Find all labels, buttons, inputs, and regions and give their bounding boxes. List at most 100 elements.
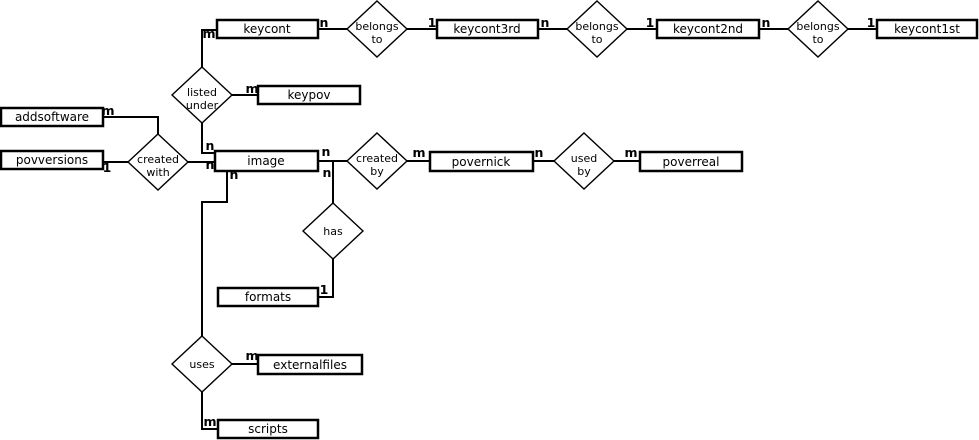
keycont-box	[215, 18, 320, 40]
entity-povversions: povversions	[0, 149, 105, 171]
cardinality-image-has: n	[323, 165, 332, 180]
relationship-belongs-to-1: belongs to	[345, 0, 409, 58]
relationship-created-by: created by	[345, 132, 409, 190]
belongs-to-3-label-line2: to	[812, 33, 823, 46]
entity-keycont1st: keycont1st	[875, 18, 979, 40]
connector-keycont-listedunder	[201, 29, 218, 68]
keypov-box	[256, 84, 362, 106]
cardinality-image-createdby: n	[322, 144, 331, 159]
connector-image-uses	[201, 170, 228, 337]
addsoftware-box	[0, 106, 105, 128]
image-box	[213, 149, 320, 173]
connector-has-formats	[317, 258, 334, 298]
used-by-diamond	[552, 132, 616, 190]
externalfiles-box	[256, 353, 364, 376]
relationship-belongs-to-3: belongs to	[786, 0, 850, 58]
relationship-uses: uses	[170, 335, 234, 393]
relationship-created-with: created with	[126, 133, 190, 191]
cardinality-uses-scripts: m	[203, 414, 216, 429]
created-with-label-line1: created	[137, 153, 179, 166]
cardinality-addsoftware-createdwith: m	[101, 103, 114, 118]
created-by-label-line2: by	[370, 165, 384, 178]
formats-box	[216, 286, 320, 308]
entity-keycont3rd: keycont3rd	[435, 18, 540, 40]
keycont3rd-label: keycont3rd	[453, 22, 520, 36]
used-by-label-line2: by	[577, 165, 591, 178]
scripts-label: scripts	[248, 422, 288, 436]
cardinality-createdby-povernick: m	[412, 145, 425, 160]
belongs-to-3-label-line1: belongs	[796, 20, 839, 33]
created-with-label-line2: with	[146, 166, 169, 179]
cardinality-belongsto3-keycont1st: 1	[867, 15, 876, 30]
entity-addsoftware: addsoftware	[0, 106, 105, 128]
cardinality-keycont-listedunder: m	[202, 26, 215, 41]
poverreal-box	[638, 150, 744, 173]
connector-addsoftware-createdwith	[102, 116, 159, 135]
belongs-to-1-diamond	[345, 0, 409, 58]
poverreal-label: poverreal	[663, 155, 720, 169]
keycont1st-box	[875, 18, 979, 40]
connector-listedunder-image	[201, 122, 216, 154]
cardinality-image-uses: n	[230, 167, 239, 182]
belongs-to-1-label-line2: to	[371, 33, 382, 46]
entity-formats: formats	[216, 286, 320, 308]
listed-under-label-line1: listed	[187, 86, 217, 99]
cardinality-povversions-createdwith: 1	[103, 160, 112, 175]
keycont-label: keycont	[243, 22, 291, 36]
has-label: has	[323, 225, 343, 238]
externalfiles-label: externalfiles	[273, 358, 347, 372]
created-with-diamond	[126, 133, 190, 191]
formats-label: formats	[245, 290, 291, 304]
cardinality-listedunder-image: n	[206, 138, 215, 153]
entity-poverreal: poverreal	[638, 150, 744, 173]
uses-diamond	[170, 335, 234, 393]
cardinality-belongsto1-keycont3rd: 1	[428, 15, 437, 30]
relationship-has: has	[301, 202, 365, 260]
has-diamond	[301, 202, 365, 260]
cardinality-usedby-poverreal: m	[624, 145, 637, 160]
keycont2nd-box	[655, 18, 761, 40]
cardinality-keycont-belongsto1: n	[320, 15, 329, 30]
povernick-label: povernick	[452, 155, 511, 169]
entity-keycont2nd: keycont2nd	[655, 18, 761, 40]
cardinality-povernick-usedby: n	[535, 145, 544, 160]
belongs-to-2-label-line1: belongs	[575, 20, 618, 33]
povernick-box	[428, 150, 535, 173]
uses-label: uses	[189, 358, 214, 371]
povversions-label: povversions	[16, 153, 88, 167]
entity-keypov: keypov	[256, 84, 362, 106]
keycont2nd-label: keycont2nd	[673, 22, 743, 36]
cardinality-keycont2nd-belongsto3: n	[762, 15, 771, 30]
cardinality-createdwith-image: n	[206, 157, 215, 172]
cardinality-listedunder-keypov: m	[245, 81, 258, 96]
connector-uses-scripts	[201, 391, 219, 430]
entity-externalfiles: externalfiles	[256, 353, 364, 376]
used-by-label-line1: used	[571, 152, 597, 165]
belongs-to-2-label-line2: to	[591, 33, 602, 46]
entity-image: image	[213, 149, 320, 173]
cardinality-has-formats: 1	[320, 282, 329, 297]
keycont3rd-box	[435, 18, 540, 40]
entity-keycont: keycont	[215, 18, 320, 40]
listed-under-label-line2: under	[186, 99, 219, 112]
scripts-box	[216, 418, 320, 440]
cardinality-belongsto2-keycont2nd: 1	[646, 15, 655, 30]
cardinality-keycont3rd-belongsto2: n	[541, 15, 550, 30]
relationship-belongs-to-2: belongs to	[565, 0, 629, 58]
relationships: belongs to belongs to belongs to listed …	[126, 0, 850, 393]
entities: keycont keycont3rd keycont2nd keycont1st…	[0, 18, 979, 440]
entity-povernick: povernick	[428, 150, 535, 173]
created-by-label-line1: created	[356, 152, 398, 165]
listed-under-diamond	[170, 66, 234, 124]
image-label: image	[247, 154, 284, 168]
relationship-used-by: used by	[552, 132, 616, 190]
relationship-listed-under: listed under	[170, 66, 234, 124]
povversions-box	[0, 149, 105, 171]
addsoftware-label: addsoftware	[15, 110, 89, 124]
created-by-diamond	[345, 132, 409, 190]
keycont1st-label: keycont1st	[894, 22, 960, 36]
belongs-to-2-diamond	[565, 0, 629, 58]
cardinality-uses-externalfiles: m	[245, 348, 258, 363]
